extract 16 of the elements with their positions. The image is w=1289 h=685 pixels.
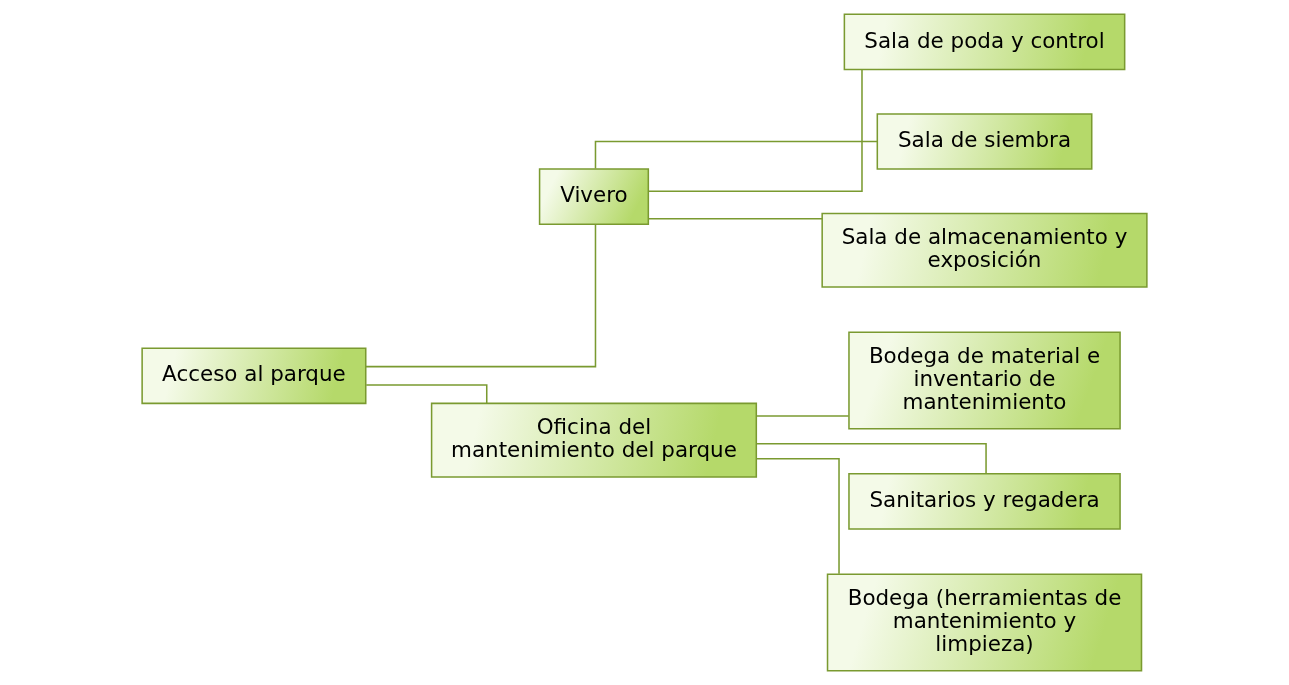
node-box: Sala de siembra xyxy=(876,113,1093,170)
connector xyxy=(365,223,597,368)
connector xyxy=(756,442,987,474)
connector xyxy=(756,415,850,417)
node-box: Sala de almacenamiento y exposición xyxy=(821,212,1148,288)
node-box: Sala de poda y control xyxy=(843,13,1126,71)
connector xyxy=(594,140,878,170)
connector xyxy=(755,458,840,575)
connector xyxy=(648,69,863,192)
node-box: Bodega de material e inventario de mantenimiento xyxy=(848,331,1121,430)
node-box: Sanitarios y regadera xyxy=(848,473,1121,530)
node-box: Oficina del mantenimiento del parque xyxy=(430,402,758,478)
node-box: Acceso al parque xyxy=(141,347,367,405)
node-box: Vivero xyxy=(538,168,650,225)
node-box: Bodega (herramientas de mantenimiento y limpieza) xyxy=(826,573,1143,672)
connector xyxy=(647,218,823,220)
